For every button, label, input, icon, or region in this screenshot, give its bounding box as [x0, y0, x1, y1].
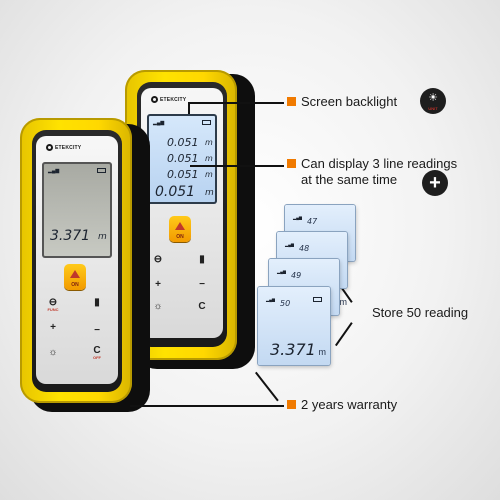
- light-key[interactable]: ☼: [153, 301, 163, 312]
- plus-key[interactable]: +: [155, 279, 161, 290]
- brand-mark-icon: [151, 96, 158, 103]
- stored-main-reading: 3.371: [270, 340, 316, 359]
- back-laser-meter: ETEKCITY ▂▄▆ 0.051 m 0.051 m 0.051 m 0.0…: [125, 70, 255, 370]
- leader-backlight: [188, 102, 284, 104]
- func-key[interactable]: ⊖FUNC: [47, 297, 59, 312]
- lcd-main-reading: 0.051: [155, 184, 196, 200]
- callout-store: Store 50 reading: [372, 305, 469, 320]
- leader-warranty-diag: [255, 371, 279, 402]
- battery-icon: [313, 297, 322, 302]
- minus-key[interactable]: −: [199, 279, 205, 290]
- bullet-icon: [287, 159, 296, 168]
- bullet-icon: [287, 400, 296, 409]
- brand-logo-front: ETEKCITY: [46, 144, 81, 151]
- battery-icon: [202, 120, 211, 125]
- brand-mark-icon: [46, 144, 53, 151]
- leader-three-lines: [190, 165, 284, 167]
- brand-logo: ETEKCITY: [151, 96, 186, 103]
- signal-icon: ▂▄▆: [153, 120, 165, 126]
- lcd-screen: ▂▄▆ 3.371 m: [42, 162, 112, 258]
- laser-warning-icon: [175, 221, 185, 230]
- minus-key[interactable]: −: [94, 325, 100, 336]
- backlit-lcd: ▂▄▆ 0.051 m 0.051 m 0.051 m 0.051 m: [147, 114, 217, 204]
- battery-icon: [97, 168, 106, 173]
- bulb-icon: ☀ UNIT: [420, 88, 446, 114]
- callout-backlight: Screen backlight: [287, 94, 397, 110]
- leader-warranty-front: [130, 405, 270, 407]
- clear-key[interactable]: C: [198, 301, 206, 312]
- lcd-reading: 3.371: [50, 228, 91, 244]
- lcd-line-2: 0.051: [167, 152, 199, 165]
- plus-key[interactable]: +: [50, 322, 56, 333]
- store-bracket-bottom: [335, 322, 353, 347]
- lcd-line-3: 0.051: [167, 168, 199, 181]
- mode-key[interactable]: ▮: [199, 254, 205, 265]
- on-button[interactable]: ON: [64, 264, 86, 290]
- mode-key[interactable]: ▮: [94, 297, 100, 308]
- leader-backlight-drop: [188, 102, 190, 114]
- laser-warning-icon: [70, 269, 80, 278]
- light-key[interactable]: ☼: [48, 347, 58, 358]
- lcd-line-1: 0.051: [167, 136, 199, 149]
- stored-screen-50: ▂▄▆ 50 3.371 m: [258, 287, 330, 365]
- signal-icon: ▂▄▆: [48, 168, 60, 174]
- bullet-icon: [287, 97, 296, 106]
- func-key[interactable]: ⊖: [153, 254, 163, 265]
- callout-three-lines: Can display 3 line readings at the same …: [287, 156, 457, 188]
- on-button[interactable]: ON: [169, 216, 191, 242]
- leader-warranty-h: [270, 405, 284, 407]
- callout-warranty: 2 years warranty: [287, 397, 397, 413]
- plus-icon: +: [422, 170, 448, 196]
